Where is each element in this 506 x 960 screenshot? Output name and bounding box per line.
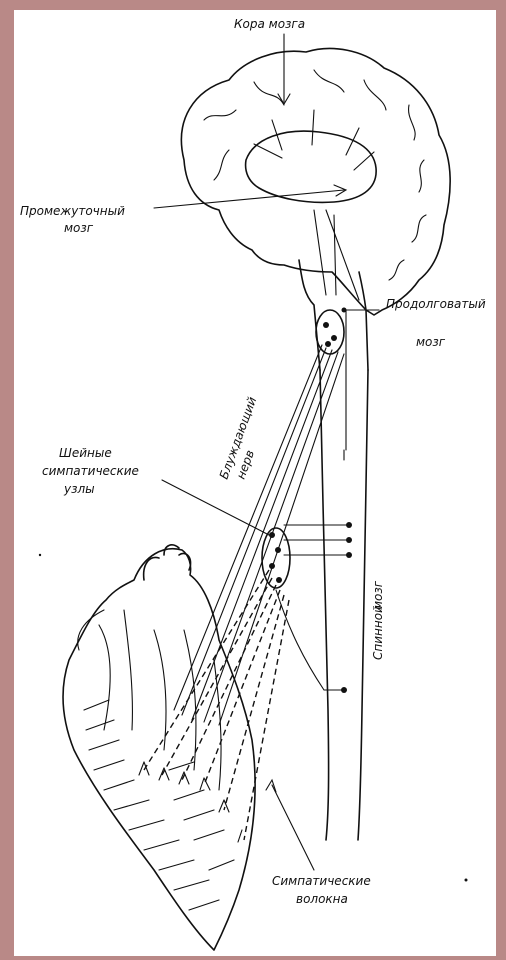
diagram-frame: Кора мозга Промежуточный мозг Продолгова… [14,10,496,956]
medulla-nucleus [316,310,344,354]
cervical-ganglia [262,528,290,588]
label-cervical-3: узлы [63,482,95,496]
label-diencephalon-2: мозг [64,221,94,235]
label-cortex: Кора мозга [234,17,305,31]
label-spinal-2: мозг [371,580,385,610]
label-medulla: Продолговатый [386,297,486,311]
inner-brain-structure [246,131,377,202]
ganglia-connections [276,525,349,690]
fibers-pointer [272,785,314,870]
vagus-nerve [174,345,344,725]
label-cervical: Шейные [59,446,112,460]
label-spinal: Спинной [371,605,385,660]
diencephalon-pointer [154,190,344,208]
label-fibers: Симпатические [272,874,371,888]
nervous-regulation-diagram: Кора мозга Промежуточный мозг Продолгова… [14,10,496,956]
label-fibers-2: волокна [296,892,348,906]
cervical-pointer [162,480,269,535]
brain-outline [181,49,450,315]
spinal-cord [320,370,368,840]
label-cervical-2: симпатические [42,464,139,478]
label-diencephalon: Промежуточный [20,204,125,218]
label-medulla-2: мозг [416,335,446,349]
brain-gyri [204,70,426,280]
